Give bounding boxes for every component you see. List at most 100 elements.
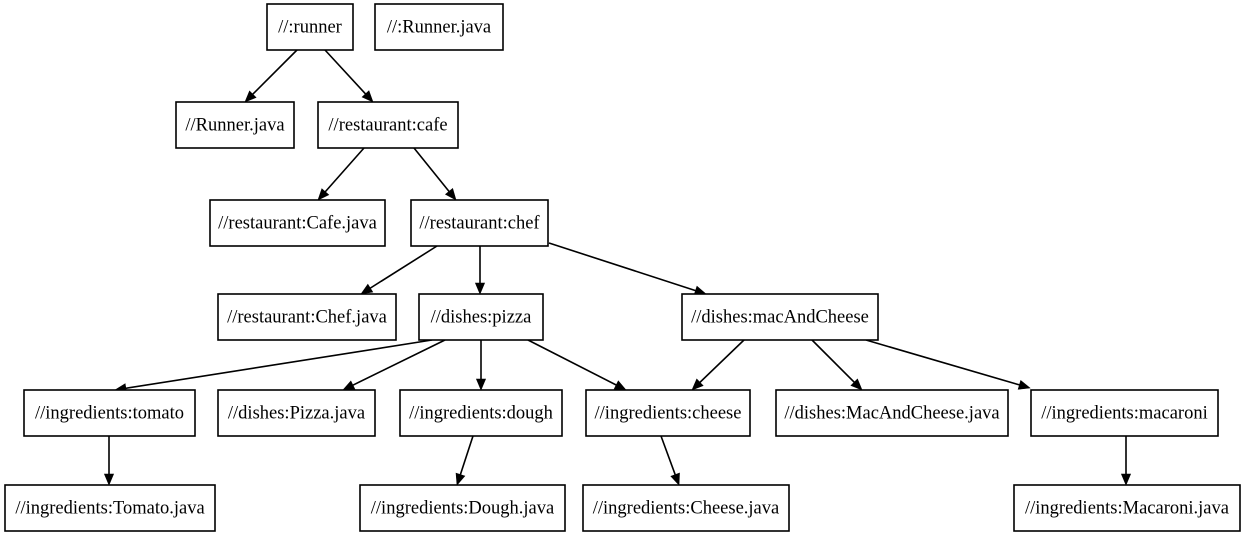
graph-node-restaurant-chef[interactable]: //restaurant:chef <box>410 199 549 247</box>
graph-edge <box>527 339 627 391</box>
node-label: //dishes:pizza <box>431 307 532 327</box>
node-label: //ingredients:macaroni <box>1041 403 1207 423</box>
edge-arrowhead-icon <box>244 90 257 103</box>
node-box[interactable] <box>585 389 751 437</box>
graph-edge <box>103 436 115 486</box>
graph-node-ing-cheese-java[interactable]: //ingredients:Cheese.java <box>582 484 790 532</box>
node-label: //restaurant:Chef.java <box>227 307 387 327</box>
graph-edge <box>548 242 707 296</box>
edge-arrowhead-icon <box>850 378 863 391</box>
edge-line <box>699 339 745 383</box>
node-box[interactable] <box>410 199 549 247</box>
graph-edges-layer <box>103 49 1132 486</box>
node-box[interactable] <box>681 293 879 341</box>
graph-edge <box>455 435 474 486</box>
graph-edge <box>114 339 433 394</box>
node-label: //:Runner.java <box>387 17 491 37</box>
node-box[interactable] <box>23 389 196 437</box>
edge-line <box>548 242 696 292</box>
edge-arrowhead-icon <box>103 473 115 486</box>
node-box[interactable] <box>217 293 397 341</box>
edge-line <box>324 49 367 95</box>
graph-node-restaurant-cafe-java[interactable]: //restaurant:Cafe.java <box>209 199 386 247</box>
node-box[interactable] <box>1030 389 1219 437</box>
graph-edge <box>811 339 863 391</box>
node-label: //ingredients:Cheese.java <box>593 498 779 518</box>
node-box[interactable] <box>418 293 544 341</box>
edge-line <box>125 339 433 390</box>
graph-edge <box>865 339 1031 390</box>
graph-edge <box>474 246 486 295</box>
node-box[interactable] <box>266 3 354 51</box>
graph-edge <box>475 340 487 391</box>
node-label: //dishes:MacAndCheese.java <box>784 403 999 423</box>
graph-edge <box>324 49 374 103</box>
node-label: //ingredients:tomato <box>35 403 184 423</box>
node-label: //dishes:Pizza.java <box>228 403 365 423</box>
graph-node-root-runner-java[interactable]: //:Runner.java <box>374 3 504 51</box>
edge-arrowhead-icon <box>317 188 330 201</box>
graph-edge <box>317 147 365 201</box>
graph-node-ing-dough-java[interactable]: //ingredients:Dough.java <box>359 484 566 532</box>
node-label: //Runner.java <box>185 115 284 135</box>
edge-arrowhead-icon <box>474 282 486 295</box>
graph-edge <box>660 435 680 486</box>
node-label: //ingredients:Tomato.java <box>15 498 204 518</box>
node-box[interactable] <box>317 101 459 149</box>
graph-node-runner[interactable]: //:runner <box>266 3 354 51</box>
edge-line <box>252 49 298 95</box>
edge-arrowhead-icon <box>455 472 466 486</box>
node-box[interactable] <box>582 484 790 532</box>
edge-line <box>811 339 855 383</box>
edge-line <box>660 435 676 475</box>
node-box[interactable] <box>4 484 216 532</box>
graph-edge <box>413 147 457 201</box>
edge-arrowhead-icon <box>670 472 680 486</box>
graph-edge <box>1120 436 1132 486</box>
node-box[interactable] <box>374 3 504 51</box>
node-box[interactable] <box>1013 484 1241 532</box>
edge-arrowhead-icon <box>1120 473 1132 486</box>
graph-edge <box>244 49 298 103</box>
node-box[interactable] <box>217 389 376 437</box>
graph-node-ing-tomato-java[interactable]: //ingredients:Tomato.java <box>4 484 216 532</box>
graph-edge <box>342 339 446 391</box>
edge-arrowhead-icon <box>444 188 457 201</box>
node-label: //restaurant:cafe <box>328 115 447 135</box>
node-label: //restaurant:Cafe.java <box>218 213 377 233</box>
node-box[interactable] <box>399 389 563 437</box>
node-box[interactable] <box>775 389 1009 437</box>
edge-arrowhead-icon <box>360 283 374 295</box>
graph-node-ing-macaroni[interactable]: //ingredients:macaroni <box>1030 389 1219 437</box>
graph-node-dishes-macandcheese-java[interactable]: //dishes:MacAndCheese.java <box>775 389 1009 437</box>
node-label: //ingredients:dough <box>409 403 553 423</box>
edge-line <box>459 435 474 475</box>
graph-nodes-layer: //:runner //:Runner.java //Runner.java //re… <box>4 3 1241 532</box>
node-box[interactable] <box>209 199 386 247</box>
node-label: //ingredients:Macaroni.java <box>1025 498 1229 518</box>
graph-node-ing-cheese[interactable]: //ingredients:cheese <box>585 389 751 437</box>
edge-arrowhead-icon <box>613 380 627 391</box>
node-box[interactable] <box>359 484 566 532</box>
node-box[interactable] <box>175 101 295 149</box>
graph-edge <box>360 245 438 295</box>
graph-node-dishes-macandcheese[interactable]: //dishes:macAndCheese <box>681 293 879 341</box>
edge-line <box>352 339 446 386</box>
node-label: //ingredients:Dough.java <box>371 498 554 518</box>
graph-node-restaurant-cafe[interactable]: //restaurant:cafe <box>317 101 459 149</box>
graph-node-runner-java[interactable]: //Runner.java <box>175 101 295 149</box>
node-label: //dishes:macAndCheese <box>691 307 869 327</box>
graph-node-ing-dough[interactable]: //ingredients:dough <box>399 389 563 437</box>
graph-node-ing-tomato[interactable]: //ingredients:tomato <box>23 389 196 437</box>
edge-arrowhead-icon <box>361 90 374 103</box>
graph-node-ing-macaroni-java[interactable]: //ingredients:Macaroni.java <box>1013 484 1241 532</box>
node-label: //:runner <box>278 17 342 37</box>
graph-node-restaurant-chef-java[interactable]: //restaurant:Chef.java <box>217 293 397 341</box>
graph-node-dishes-pizza-java[interactable]: //dishes:Pizza.java <box>217 389 376 437</box>
edge-arrowhead-icon <box>475 378 487 391</box>
graph-node-dishes-pizza[interactable]: //dishes:pizza <box>418 293 544 341</box>
edge-arrowhead-icon <box>342 380 356 391</box>
edge-line <box>413 147 450 192</box>
